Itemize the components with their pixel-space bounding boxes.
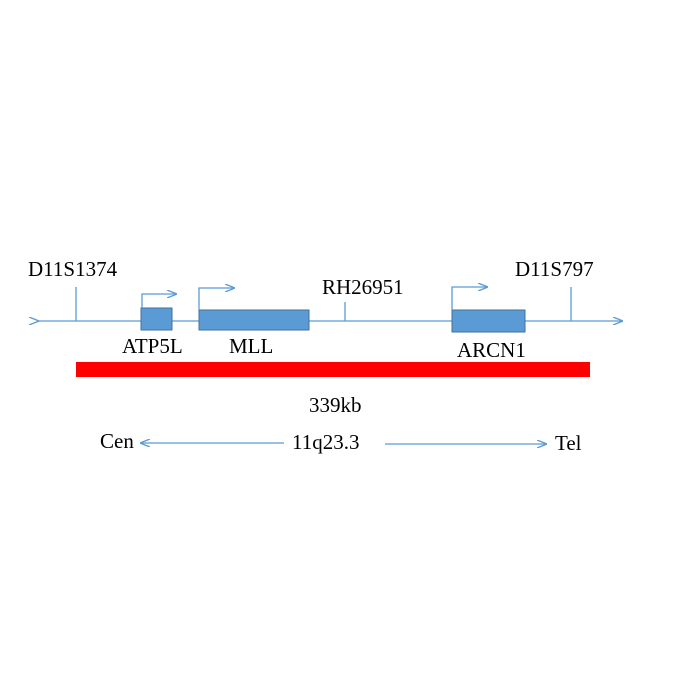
centromere-label: Cen — [100, 429, 134, 453]
gene-box-atp5l — [140, 307, 173, 331]
gene-box-arcn1 — [451, 309, 526, 333]
gene-box-mll — [198, 309, 310, 331]
region-size-label: 339kb — [309, 393, 362, 417]
marker-label-d11s1374: D11S1374 — [28, 257, 118, 281]
gene-label-atp5l: ATP5L — [122, 334, 183, 358]
tss-arrow-mll — [198, 288, 234, 310]
marker-label-d11s797: D11S797 — [515, 257, 594, 281]
tss-arrow-atp5l — [141, 294, 176, 308]
tss-arrow-arcn1 — [451, 287, 487, 310]
marker-label-rh26951: RH26951 — [322, 275, 404, 299]
chromosome-band-label: 11q23.3 — [292, 430, 359, 454]
gene-label-arcn1: ARCN1 — [457, 338, 526, 362]
gene-label-mll: MLL — [229, 334, 273, 358]
deleted-region-bar — [76, 362, 590, 377]
telomere-label: Tel — [555, 431, 582, 455]
